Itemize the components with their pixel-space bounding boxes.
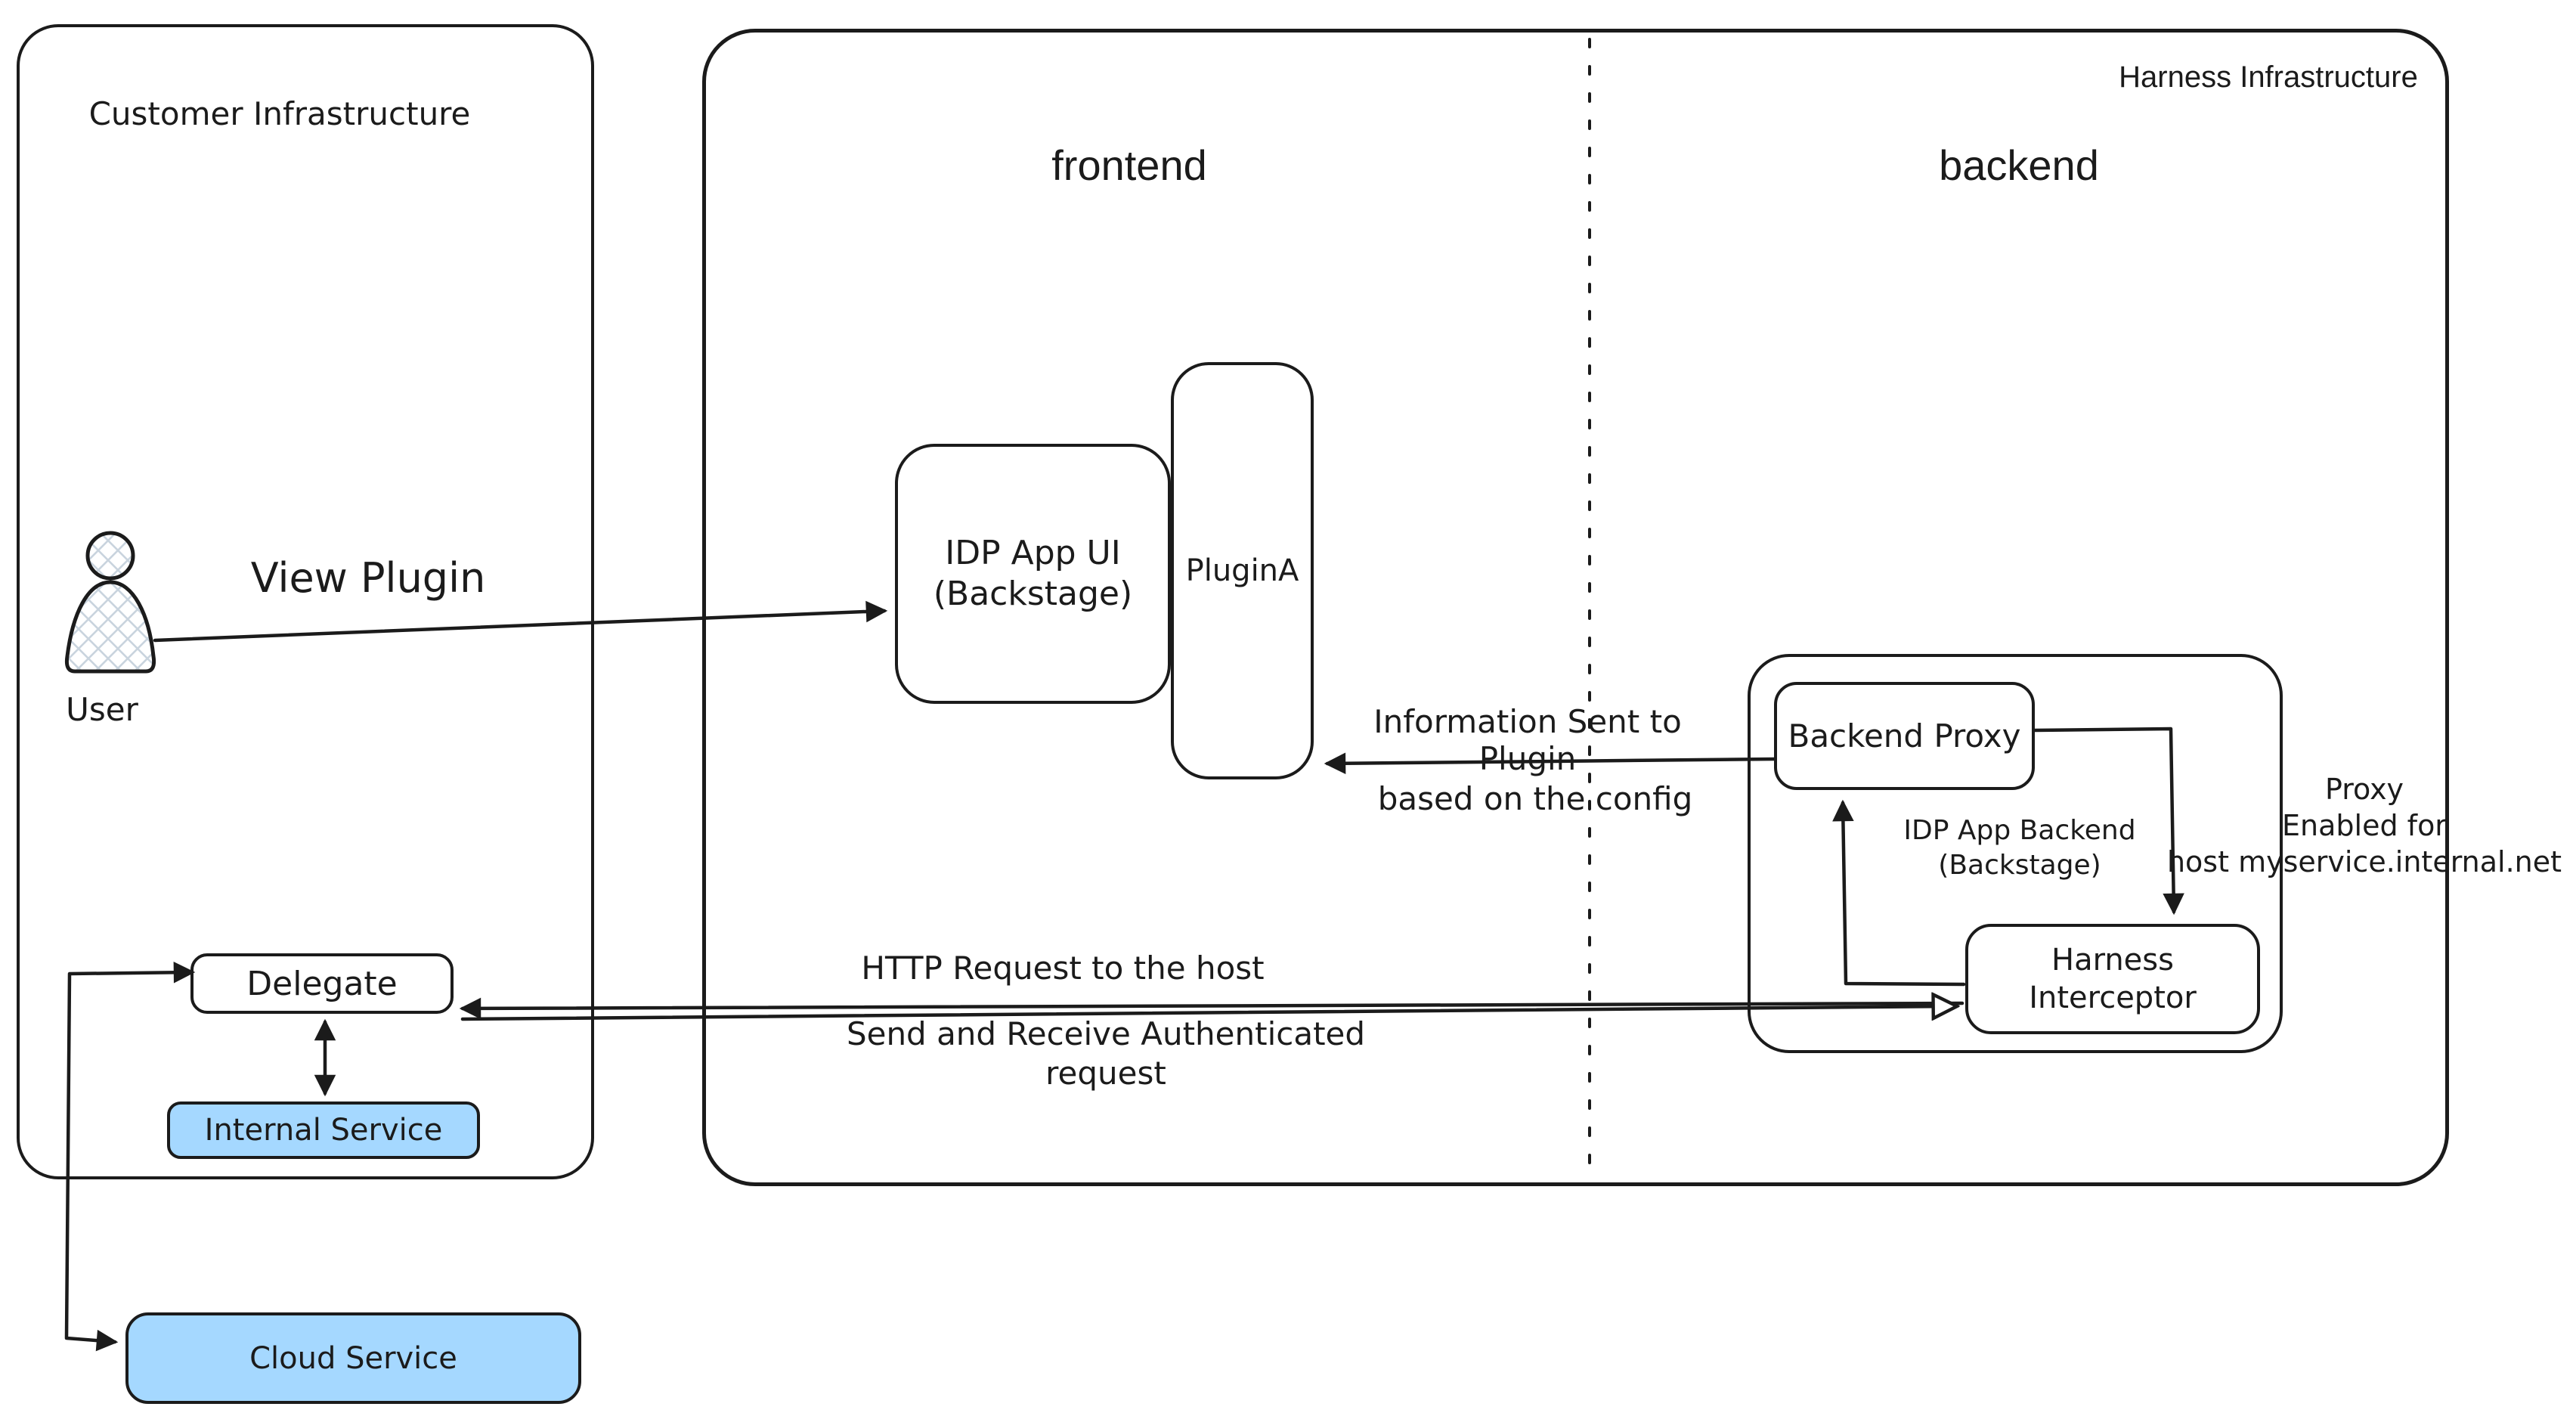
- internal-service-label: Internal Service: [204, 1113, 443, 1148]
- customer-infrastructure-title: Customer Infrastructure: [88, 95, 471, 132]
- plugin-a-label: PluginA: [1185, 553, 1299, 588]
- plugin-a-box: PluginA: [1171, 362, 1314, 779]
- backend-proxy-label: Backend Proxy: [1788, 717, 2021, 754]
- info-sent-label-line2: based on the config: [1377, 780, 1693, 817]
- idp-app-ui-box: IDP App UI (Backstage): [895, 444, 1171, 704]
- harness-infrastructure-box: [702, 29, 2449, 1186]
- frontend-section-title: frontend: [1051, 141, 1207, 189]
- idp-app-backend-container: [1748, 654, 2283, 1053]
- internal-service-box: Internal Service: [167, 1102, 480, 1159]
- user-label: User: [66, 691, 138, 728]
- send-receive-label: Send and Receive Authenticated request: [846, 1015, 1366, 1092]
- cloud-service-label: Cloud Service: [249, 1340, 457, 1376]
- delegate-label: Delegate: [246, 964, 398, 1003]
- cloud-service-box: Cloud Service: [125, 1312, 581, 1404]
- view-plugin-label: View Plugin: [250, 554, 486, 602]
- info-sent-label-line1: Information Sent to Plugin: [1373, 703, 1682, 777]
- backend-proxy-box: Backend Proxy: [1774, 682, 2035, 790]
- harness-infrastructure-title: Harness Infrastructure: [2119, 60, 2418, 94]
- delegate-box: Delegate: [190, 953, 454, 1014]
- idp-app-ui-label: IDP App UI (Backstage): [933, 534, 1133, 613]
- backend-section-title: backend: [1939, 141, 2099, 189]
- proxy-enabled-note: Proxy Enabled for host myservice.interna…: [2166, 773, 2562, 878]
- customer-infrastructure-box: [17, 24, 594, 1179]
- harness-interceptor-label: Harness Interceptor: [2029, 943, 2197, 1015]
- http-request-label: HTTP Request to the host: [861, 950, 1265, 987]
- harness-interceptor-box: Harness Interceptor: [1965, 924, 2260, 1034]
